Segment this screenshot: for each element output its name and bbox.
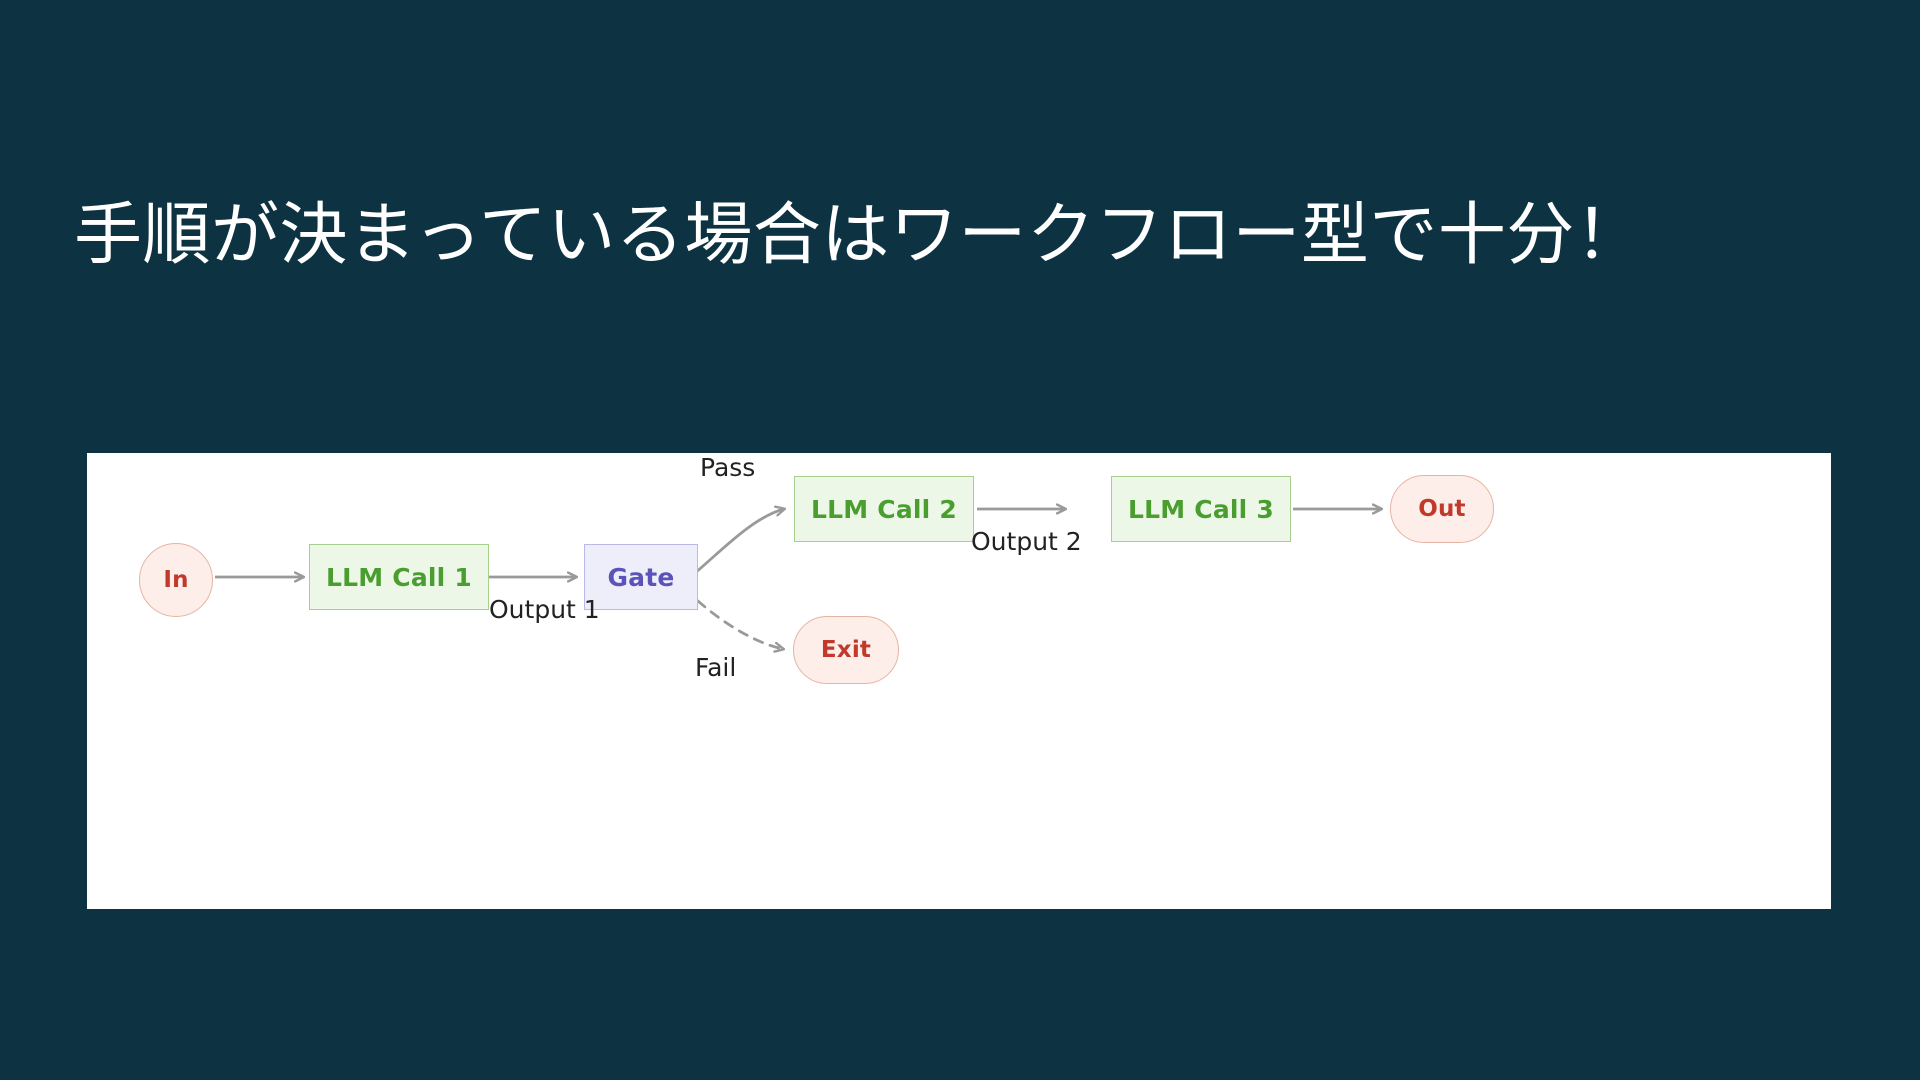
node-llm-call-2[interactable]: LLM Call 2	[794, 476, 974, 542]
node-exit[interactable]: Exit	[793, 616, 899, 684]
edge-label-fail: Fail	[695, 653, 737, 682]
node-out[interactable]: Out	[1390, 475, 1494, 543]
edge-gate-to-llm2	[693, 509, 784, 575]
edge-label-output-2: Output 2	[971, 527, 1082, 556]
node-in[interactable]: In	[139, 543, 213, 617]
edge-label-output-1: Output 1	[489, 595, 600, 624]
node-llm-call-3-label: LLM Call 3	[1128, 494, 1274, 524]
node-llm-call-3[interactable]: LLM Call 3	[1111, 476, 1291, 542]
page-title: 手順が決まっている場合はワークフロー型で十分！	[74, 196, 1644, 275]
diagram-panel: In LLM Call 1 Gate LLM Call 2 LLM Call 3…	[87, 453, 1831, 909]
node-llm-call-1[interactable]: LLM Call 1	[309, 544, 489, 610]
node-gate-label: Gate	[607, 562, 675, 592]
node-exit-label: Exit	[820, 637, 872, 663]
node-in-label: In	[163, 567, 189, 593]
flowchart: In LLM Call 1 Gate LLM Call 2 LLM Call 3…	[87, 453, 1831, 909]
node-llm-call-2-label: LLM Call 2	[811, 494, 957, 524]
edge-label-pass: Pass	[700, 453, 756, 482]
edge-gate-to-exit	[696, 599, 783, 649]
node-out-label: Out	[1418, 496, 1466, 522]
node-gate[interactable]: Gate	[584, 544, 698, 610]
node-llm-call-1-label: LLM Call 1	[326, 562, 472, 592]
